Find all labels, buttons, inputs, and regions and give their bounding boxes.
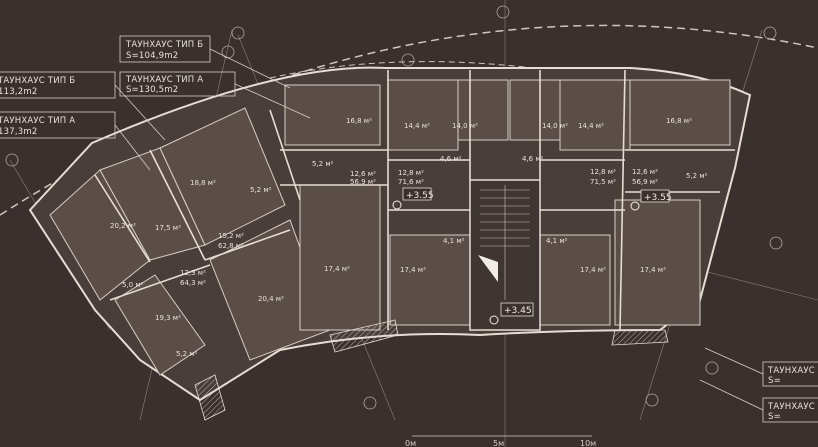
callout-area: 137,3m2	[0, 127, 37, 137]
callout-title: ТАУНХАУС ТИП Б	[0, 76, 75, 86]
room-area: 12,6 м²	[632, 168, 658, 176]
room-area: 64,3 м²	[180, 279, 206, 287]
room-area: 12,8 м²	[398, 169, 424, 177]
room-area: 20,2 м²	[110, 222, 136, 230]
room-area: 17,4 м²	[640, 266, 666, 274]
room-area: 17,4 м²	[400, 266, 426, 274]
elevation-label: +3.45	[504, 306, 532, 316]
room-area: 4,6 м²	[522, 155, 544, 163]
interior-walls	[94, 69, 735, 331]
room-area: 18,8 м²	[190, 179, 216, 187]
scale-label: 0м	[405, 439, 416, 447]
room-blocks	[49, 79, 731, 376]
callout-area: 113,2m2	[0, 87, 37, 97]
callout-area: S=104,9m2	[126, 51, 178, 61]
elevation-markers: +3.55 +3.45 +3.55	[392, 187, 672, 325]
callout-area: S=	[768, 412, 781, 422]
room-area: 14,4 м²	[404, 122, 430, 130]
callout-title: ТАУНХАУС	[767, 402, 815, 412]
room-area: 14,0 м²	[452, 122, 478, 130]
room-area: 12,8 м²	[590, 168, 616, 176]
room-area: 71,6 м²	[398, 178, 424, 186]
balconies	[194, 319, 669, 421]
callouts	[0, 35, 818, 423]
room-area: 5,0 м²	[122, 281, 144, 289]
grid-markers	[5, 5, 783, 410]
room-area: 19,3 м²	[155, 314, 181, 322]
room-area: 15,2 м²	[218, 232, 244, 240]
room-area: 56,9 м²	[350, 178, 376, 186]
room-area: 56,9 м²	[632, 178, 658, 186]
room-area: 12,6 м²	[350, 170, 376, 178]
room-area: 16,8 м²	[346, 117, 372, 125]
room-area: 12,3 м²	[180, 269, 206, 277]
callout-title: ТАУНХАУС	[767, 366, 815, 376]
scale-bar: 0м 5м 10м	[405, 435, 596, 447]
callout-text: ТАУНХАУС ТИП Б S=104,9m2 ТАУНХАУС ТИП Б …	[0, 40, 815, 422]
room-area: 17,4 м²	[324, 265, 350, 273]
room-area: 71,5 м²	[590, 178, 616, 186]
room-area: 14,4 м²	[578, 122, 604, 130]
scale-label: 10м	[580, 439, 596, 447]
room-area: 5,2 м²	[176, 350, 198, 358]
room-labels: 20,2 м² 17,5 м² 5,0 м² 12,3 м² 64,3 м² 1…	[110, 117, 708, 358]
room-area: 17,5 м²	[155, 224, 181, 232]
scale-label: 5м	[493, 439, 504, 447]
callout-title: ТАУНХАУС ТИП А	[0, 116, 75, 126]
elevation-label: +3.55	[406, 191, 434, 201]
room-area: 4,1 м²	[443, 237, 465, 245]
room-area: 14,0 м²	[542, 122, 568, 130]
room-area: 4,1 м²	[546, 237, 568, 245]
room-area: 62,8 м²	[218, 242, 244, 250]
room-area: 20,4 м²	[258, 295, 284, 303]
callout-area: S=130,5m2	[126, 85, 178, 95]
callout-area: S=	[768, 376, 781, 386]
callout-title: ТАУНХАУС ТИП Б	[125, 40, 203, 50]
callout-title: ТАУНХАУС ТИП А	[125, 75, 203, 85]
room-area: 17,4 м²	[580, 266, 606, 274]
room-area: 16,8 м²	[666, 117, 692, 125]
room-area: 5,2 м²	[312, 160, 334, 168]
elevation-label: +3.55	[644, 193, 672, 203]
room-area: 5,2 м²	[686, 172, 708, 180]
room-area: 4,6 м²	[440, 155, 462, 163]
room-area: 5,2 м²	[250, 186, 272, 194]
